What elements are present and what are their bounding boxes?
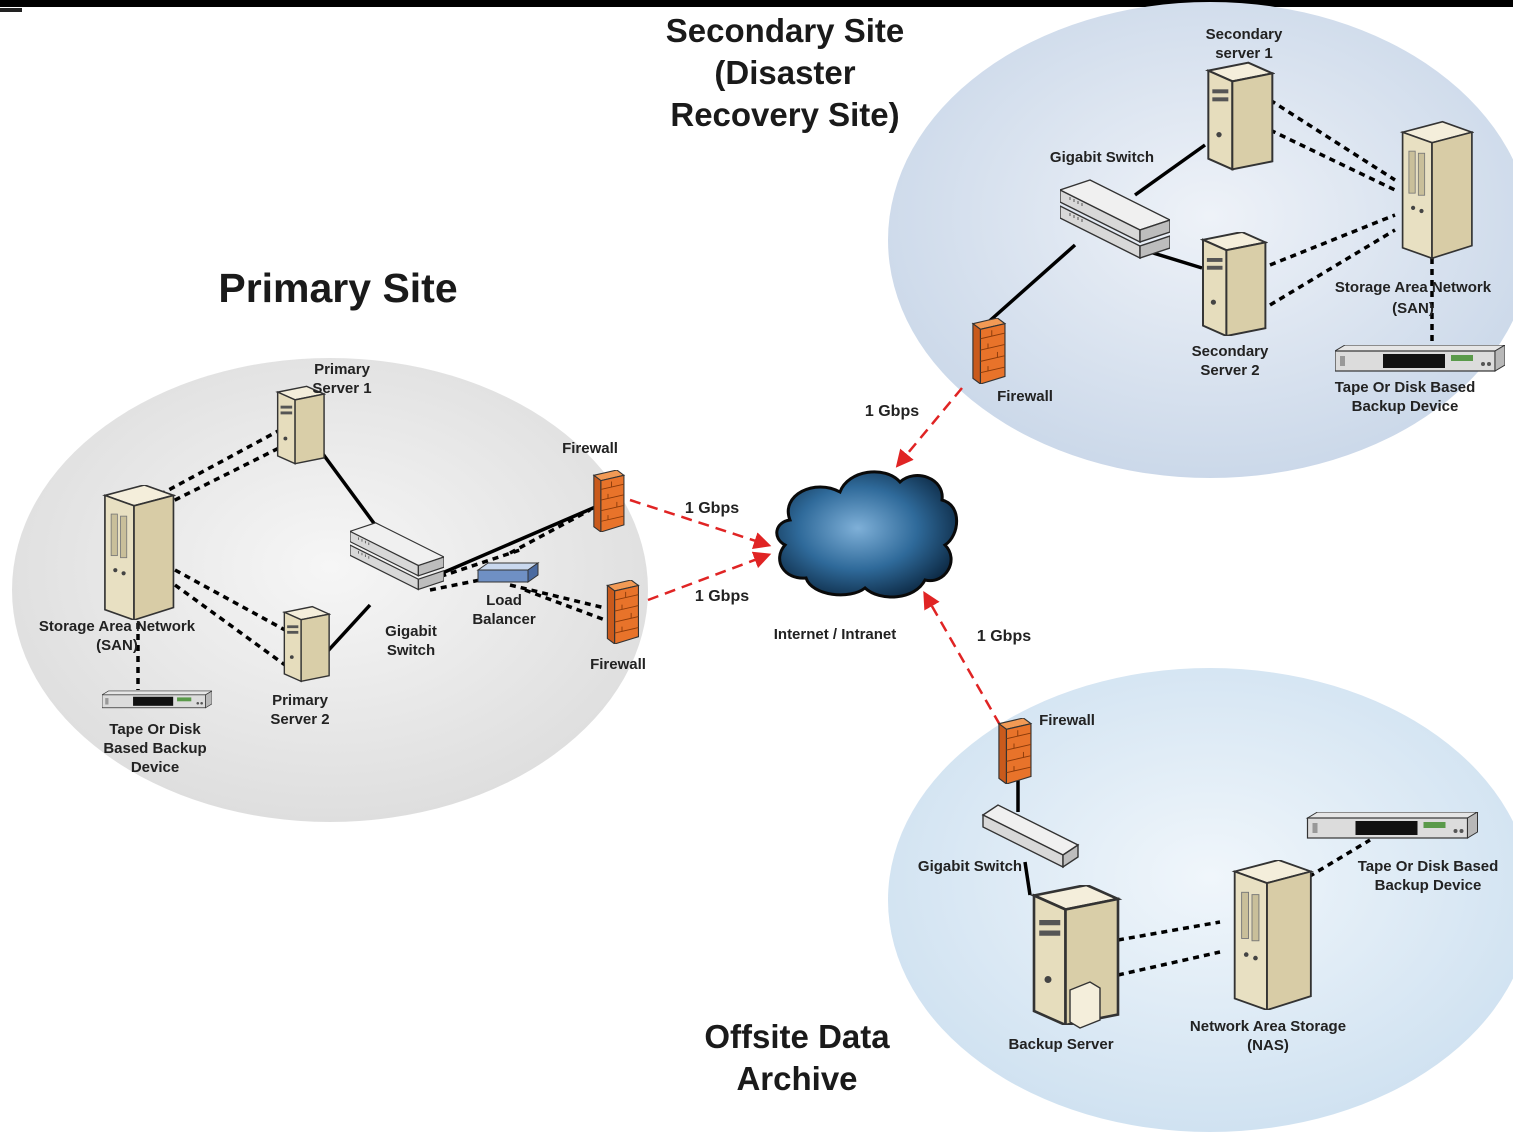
svg-text:Server 2: Server 2 [1200, 362, 1259, 379]
offsite-title: Offsite Data Archive [704, 1018, 890, 1097]
top-border [0, 0, 1513, 7]
primary-server-2-icon [283, 605, 330, 683]
svg-text:Tape Or Disk Based: Tape Or Disk Based [1335, 379, 1476, 396]
offsite-firewall-label: Firewall [1039, 712, 1095, 729]
svg-text:Tape Or Disk: Tape Or Disk [109, 721, 201, 738]
corner-mark [0, 8, 22, 12]
offsite-site-area [888, 668, 1513, 1132]
link-speed-primary-fw2: 1 Gbps [695, 588, 749, 605]
offsite-firewall-icon [998, 718, 1032, 784]
svg-text:Storage Area Network: Storage Area Network [1335, 279, 1492, 296]
svg-text:Load: Load [486, 592, 522, 609]
svg-text:Server 1: Server 1 [312, 380, 371, 397]
svg-text:Device: Device [131, 759, 179, 776]
wan-links [629, 387, 1002, 726]
primary-server-2-label: Primary Server 2 [270, 692, 329, 728]
primary-tape-device-icon [102, 690, 212, 709]
load-balancer-label: Load Balancer [472, 592, 536, 628]
secondary-server-2-icon [1202, 232, 1267, 336]
secondary-server-1-icon [1207, 61, 1274, 171]
offsite-switch-icon [981, 804, 1080, 869]
secondary-tape-label: Tape Or Disk Based Backup Device [1335, 379, 1476, 415]
secondary-tape-device-icon [1335, 345, 1505, 372]
secondary-links [983, 98, 1434, 345]
nas-icon [1233, 860, 1312, 1010]
primary-san-label: Storage Area Network (SAN) [39, 618, 196, 654]
svg-text:Recovery Site): Recovery Site) [670, 96, 899, 133]
svg-text:Secondary: Secondary [1206, 26, 1283, 43]
offsite-switch-label: Gigabit Switch [918, 858, 1022, 875]
internet-cloud-icon [775, 470, 959, 599]
svg-text:(SAN): (SAN) [1392, 300, 1434, 317]
svg-text:Balancer: Balancer [472, 611, 536, 628]
svg-text:Storage Area Network: Storage Area Network [39, 618, 196, 635]
link-speed-secondary: 1 Gbps [865, 403, 919, 420]
backup-server-label: Backup Server [1008, 1036, 1113, 1053]
svg-text:Secondary: Secondary [1192, 343, 1269, 360]
secondary-firewall-icon [972, 318, 1006, 384]
primary-tape-label: Tape Or Disk Based Backup Device [103, 721, 206, 776]
cloud-label: Internet / Intranet [774, 626, 897, 643]
offsite-tape-device-icon [1306, 812, 1479, 839]
svg-text:Offsite Data: Offsite Data [704, 1018, 890, 1055]
svg-text:Backup Device: Backup Device [1352, 398, 1459, 415]
svg-text:Archive: Archive [736, 1060, 857, 1097]
backup-disk-icon [1069, 981, 1101, 1029]
svg-text:(Disaster: (Disaster [714, 54, 855, 91]
secondary-san-label: Storage Area Network (SAN) [1335, 279, 1492, 317]
primary-firewall-bottom-icon [606, 580, 640, 644]
svg-text:Switch: Switch [387, 642, 435, 659]
svg-text:(SAN): (SAN) [96, 637, 138, 654]
primary-firewall-bottom-label: Firewall [590, 656, 646, 673]
svg-text:Network Area Storage: Network Area Storage [1190, 1018, 1346, 1035]
svg-text:Primary: Primary [314, 361, 371, 378]
link-speed-primary-fw1: 1 Gbps [685, 500, 739, 517]
secondary-site-title: Secondary Site (Disaster Recovery Site) [666, 12, 904, 133]
svg-text:(NAS): (NAS) [1247, 1037, 1289, 1054]
link-speed-offsite: 1 Gbps [977, 628, 1031, 645]
primary-site-title: Primary Site [218, 265, 457, 311]
svg-text:Backup Device: Backup Device [1375, 877, 1482, 894]
primary-san-icon [104, 485, 175, 620]
load-balancer-icon [476, 562, 540, 583]
primary-firewall-top-icon [593, 470, 625, 532]
svg-text:Gigabit: Gigabit [385, 623, 437, 640]
secondary-server-1-label: Secondary server 1 [1206, 26, 1283, 62]
svg-text:Tape Or Disk Based: Tape Or Disk Based [1358, 858, 1499, 875]
nas-label: Network Area Storage (NAS) [1190, 1018, 1346, 1054]
svg-text:server 1: server 1 [1215, 45, 1273, 62]
secondary-san-icon [1401, 120, 1473, 260]
secondary-server-2-label: Secondary Server 2 [1192, 343, 1269, 379]
primary-server-1-label: Primary Server 1 [312, 361, 371, 397]
offsite-tape-label: Tape Or Disk Based Backup Device [1358, 858, 1499, 894]
primary-server-1-icon [276, 385, 325, 465]
svg-text:Based Backup: Based Backup [103, 740, 206, 757]
svg-text:Primary: Primary [272, 692, 329, 709]
primary-switch-label: Gigabit Switch [385, 623, 437, 659]
svg-text:Secondary Site: Secondary Site [666, 12, 904, 49]
secondary-firewall-label: Firewall [997, 388, 1053, 405]
primary-firewall-top-label: Firewall [562, 440, 618, 457]
svg-text:Server 2: Server 2 [270, 711, 329, 728]
secondary-switch-label: Gigabit Switch [1050, 149, 1154, 166]
